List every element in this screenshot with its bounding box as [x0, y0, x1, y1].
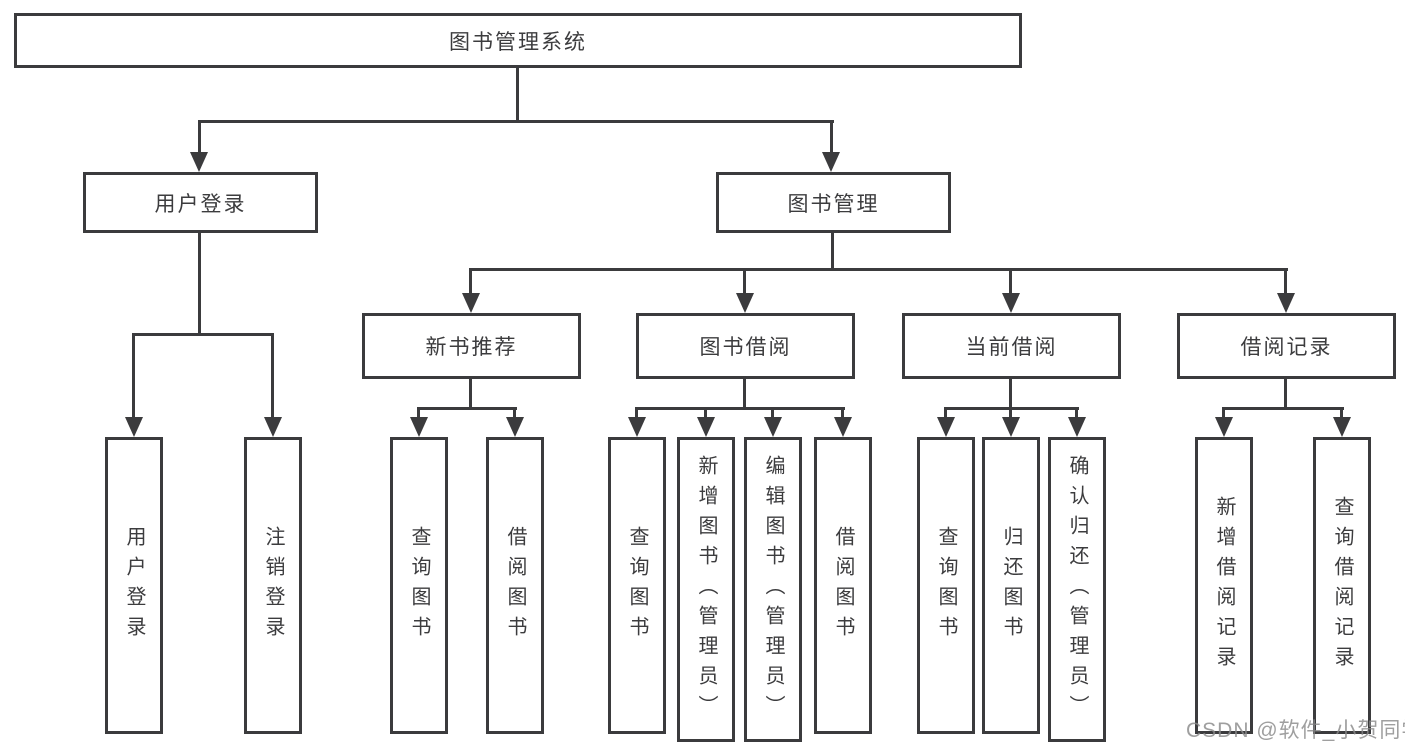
connector-root-bar: [198, 120, 834, 123]
node-user-login: 用户登录: [83, 172, 318, 233]
leaf-recommend-query-books-label: 查询图书: [408, 525, 430, 646]
arrow-to-borrow-add: [697, 417, 715, 437]
connector-user-login-bar: [132, 333, 274, 336]
arrow-to-book-management: [822, 152, 840, 172]
node-book-management-label: 图书管理: [787, 192, 880, 216]
connector-drop-user-login: [198, 120, 201, 156]
leaf-borrow-add-books-admin: 新增图书（管理员）: [677, 437, 735, 742]
connector-drop-book-borrow: [743, 268, 746, 296]
connector-recommend-stem: [469, 379, 472, 410]
leaf-current-query-books: 查询图书: [917, 437, 975, 734]
connector-records-bar: [1222, 407, 1344, 410]
arrow-to-current-borrow: [1002, 293, 1020, 313]
arrow-to-borrow-query: [628, 417, 646, 437]
arrow-to-leaf-logout: [264, 417, 282, 437]
connector-book-management-bar: [469, 268, 1288, 271]
leaf-records-add-record-label: 新增借阅记录: [1213, 495, 1235, 676]
arrow-to-records-query: [1333, 417, 1351, 437]
node-book-borrow-label: 图书借阅: [699, 336, 792, 359]
leaf-borrow-edit-books-admin: 编辑图书（管理员）: [744, 437, 802, 742]
connector-drop-records-query: [1340, 407, 1343, 419]
connector-user-login-stem: [198, 233, 201, 335]
node-library-system-label: 图书管理系统: [449, 30, 587, 54]
connector-drop-leaf-logout: [271, 333, 274, 419]
connector-drop-current-confirm: [1075, 407, 1078, 419]
connector-drop-borrow-borrow: [841, 407, 844, 419]
leaf-logout-label: 注销登录: [262, 525, 284, 646]
node-user-login-label: 用户登录: [154, 192, 247, 216]
csdn-watermark: CSDN @软件_小贺同学: [1186, 719, 1405, 742]
connector-drop-current-return: [1009, 407, 1012, 419]
leaf-borrow-borrow-books-label: 借阅图书: [832, 525, 854, 646]
arrow-to-borrow-borrow: [834, 417, 852, 437]
arrow-to-current-return: [1002, 417, 1020, 437]
arrow-to-borrow-records: [1277, 293, 1295, 313]
connector-drop-new-book-recommend: [469, 268, 472, 296]
connector-root-stem: [516, 68, 519, 120]
connector-drop-current-query: [944, 407, 947, 419]
leaf-records-query-record: 查询借阅记录: [1313, 437, 1371, 734]
node-borrow-records-label: 借阅记录: [1240, 336, 1333, 359]
node-current-borrow-label: 当前借阅: [965, 336, 1058, 359]
leaf-recommend-query-books: 查询图书: [390, 437, 448, 734]
connector-recommend-bar: [417, 407, 517, 410]
leaf-records-add-record: 新增借阅记录: [1195, 437, 1253, 734]
leaf-user-login-label: 用户登录: [123, 525, 145, 646]
leaf-borrow-add-books-admin-label: 新增图书（管理员）: [695, 454, 717, 725]
leaf-recommend-borrow-books-label: 借阅图书: [504, 525, 526, 646]
connector-drop-borrow-add: [704, 407, 707, 419]
leaf-records-query-record-label: 查询借阅记录: [1331, 495, 1353, 676]
leaf-current-confirm-return-admin-label: 确认归还（管理员）: [1066, 454, 1088, 725]
node-book-borrow: 图书借阅: [636, 313, 855, 379]
node-current-borrow: 当前借阅: [902, 313, 1121, 379]
leaf-recommend-borrow-books: 借阅图书: [486, 437, 544, 734]
connector-borrow-bar: [635, 407, 845, 410]
node-borrow-records: 借阅记录: [1177, 313, 1396, 379]
arrow-to-user-login: [190, 152, 208, 172]
connector-drop-recommend-borrow: [513, 407, 516, 419]
leaf-borrow-borrow-books: 借阅图书: [814, 437, 872, 734]
connector-drop-borrow-records: [1284, 268, 1287, 296]
leaf-user-login: 用户登录: [105, 437, 163, 734]
leaf-current-confirm-return-admin: 确认归还（管理员）: [1048, 437, 1106, 742]
arrow-to-current-confirm: [1068, 417, 1086, 437]
arrow-to-current-query: [937, 417, 955, 437]
arrow-to-recommend-borrow: [506, 417, 524, 437]
node-library-system: 图书管理系统: [14, 13, 1022, 68]
arrow-to-leaf-login: [125, 417, 143, 437]
leaf-borrow-query-books-label: 查询图书: [626, 525, 648, 646]
node-new-book-recommend: 新书推荐: [362, 313, 581, 379]
leaf-borrow-edit-books-admin-label: 编辑图书（管理员）: [762, 454, 784, 725]
connector-drop-borrow-query: [635, 407, 638, 419]
node-new-book-recommend-label: 新书推荐: [425, 336, 518, 359]
leaf-borrow-query-books: 查询图书: [608, 437, 666, 734]
leaf-current-return-books: 归还图书: [982, 437, 1040, 734]
connector-drop-borrow-edit: [771, 407, 774, 419]
leaf-logout: 注销登录: [244, 437, 302, 734]
connector-drop-current-borrow: [1009, 268, 1012, 296]
connector-records-stem: [1284, 379, 1287, 410]
connector-book-management-stem: [831, 233, 834, 270]
connector-drop-records-add: [1222, 407, 1225, 419]
leaf-current-query-books-label: 查询图书: [935, 525, 957, 646]
arrow-to-recommend-query: [410, 417, 428, 437]
arrow-to-new-book-recommend: [462, 293, 480, 313]
connector-drop-book-management: [830, 120, 833, 156]
arrow-to-records-add: [1215, 417, 1233, 437]
node-book-management: 图书管理: [716, 172, 951, 233]
connector-drop-leaf-login: [132, 333, 135, 419]
leaf-current-return-books-label: 归还图书: [1000, 525, 1022, 646]
connector-drop-recommend-query: [417, 407, 420, 419]
arrow-to-book-borrow: [736, 293, 754, 313]
connector-current-stem: [1009, 379, 1012, 410]
arrow-to-borrow-edit: [764, 417, 782, 437]
connector-borrow-stem: [743, 379, 746, 410]
